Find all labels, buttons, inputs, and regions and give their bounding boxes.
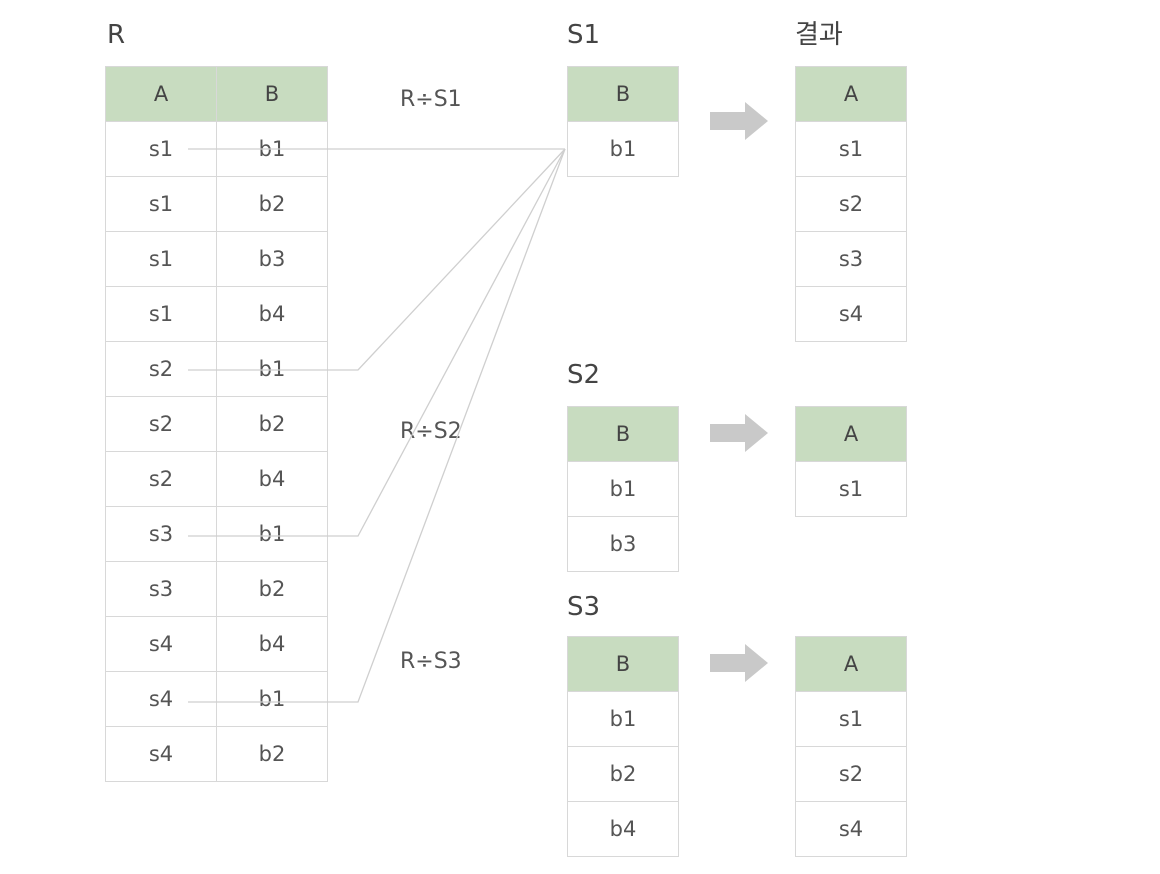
r-cell-b: b1	[216, 506, 328, 562]
result2-header-a: A	[795, 406, 907, 462]
result3-cell-a: s2	[795, 746, 907, 802]
operation-r-div-s1: R÷S1	[400, 87, 462, 112]
relation-r-title: R	[107, 20, 126, 50]
r-cell-b: b1	[216, 121, 328, 177]
s1-cell-b: b1	[567, 121, 679, 177]
arrow-right-icon	[710, 644, 768, 682]
relation-s1-title: S1	[567, 20, 601, 50]
table-row: s3	[795, 231, 907, 287]
relation-s3-title: S3	[567, 592, 601, 622]
r-cell-b: b2	[216, 561, 328, 617]
result3-header-a: A	[795, 636, 907, 692]
table-row: b3	[567, 516, 679, 572]
result3-table: A s1 s2 s4	[795, 636, 907, 857]
s2-cell-b: b3	[567, 516, 679, 572]
table-row: s1	[795, 461, 907, 517]
r-cell-a: s2	[105, 451, 217, 507]
r-cell-b: b4	[216, 616, 328, 672]
r-cell-b: b4	[216, 451, 328, 507]
r-cell-b: b2	[216, 176, 328, 232]
s3-header-b: B	[567, 636, 679, 692]
table-row: s1	[795, 691, 907, 747]
table-row: s2	[795, 746, 907, 802]
r-cell-b: b1	[216, 341, 328, 397]
s3-cell-b: b2	[567, 746, 679, 802]
result-title: 결과	[795, 20, 843, 50]
relation-s2-table: B b1 b3	[567, 406, 679, 572]
r-cell-a: s3	[105, 561, 217, 617]
r-cell-a: s1	[105, 121, 217, 177]
result1-cell-a: s3	[795, 231, 907, 287]
r-cell-a: s1	[105, 231, 217, 287]
relation-s1-table: B b1	[567, 66, 679, 177]
arrow-right-icon	[710, 414, 768, 452]
table-row: b1	[567, 461, 679, 517]
result1-cell-a: s1	[795, 121, 907, 177]
result1-header-a: A	[795, 66, 907, 122]
relation-s3-table: B b1 b2 b4	[567, 636, 679, 857]
result3-cell-a: s4	[795, 801, 907, 857]
result1-cell-a: s2	[795, 176, 907, 232]
r-header-a: A	[105, 66, 217, 122]
r-cell-a: s4	[105, 726, 217, 782]
table-row: s2	[795, 176, 907, 232]
r-cell-a: s4	[105, 671, 217, 727]
r-cell-b: b2	[216, 726, 328, 782]
r-cell-b: b3	[216, 231, 328, 287]
table-row: s1	[795, 121, 907, 177]
r-cell-a: s1	[105, 286, 217, 342]
arrow-right-icon	[710, 102, 768, 140]
s3-cell-b: b1	[567, 691, 679, 747]
operation-r-div-s3: R÷S3	[400, 649, 462, 674]
r-cell-a: s4	[105, 616, 217, 672]
r-header-b: B	[216, 66, 328, 122]
r-cell-a: s2	[105, 341, 217, 397]
table-row: s4	[795, 286, 907, 342]
s1-header-b: B	[567, 66, 679, 122]
table-row: s4	[795, 801, 907, 857]
result3-cell-a: s1	[795, 691, 907, 747]
s2-header-b: B	[567, 406, 679, 462]
table-row: b1	[567, 691, 679, 747]
r-cell-b: b1	[216, 671, 328, 727]
r-cell-a: s3	[105, 506, 217, 562]
table-row: b4	[567, 801, 679, 857]
s2-cell-b: b1	[567, 461, 679, 517]
result1-table: A s1 s2 s3 s4	[795, 66, 907, 342]
s3-cell-b: b4	[567, 801, 679, 857]
table-row: b2	[567, 746, 679, 802]
relation-s2-title: S2	[567, 360, 601, 390]
table-row: b1	[567, 121, 679, 177]
r-cell-b: b2	[216, 396, 328, 452]
result1-cell-a: s4	[795, 286, 907, 342]
result2-cell-a: s1	[795, 461, 907, 517]
r-cell-b: b4	[216, 286, 328, 342]
result2-table: A s1	[795, 406, 907, 517]
r-cell-a: s2	[105, 396, 217, 452]
operation-r-div-s2: R÷S2	[400, 419, 462, 444]
r-cell-a: s1	[105, 176, 217, 232]
